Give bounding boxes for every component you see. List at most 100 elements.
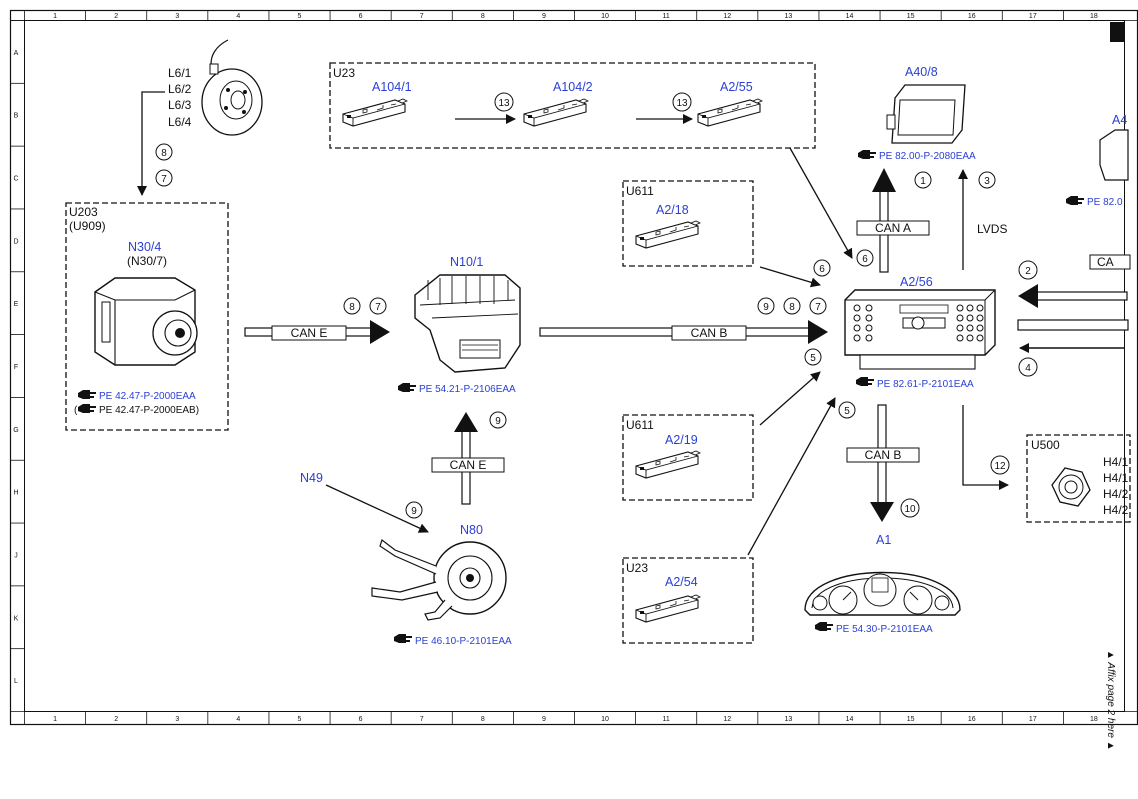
sensor-label-l6-1: L6/1 [168,66,192,80]
group-box-u23-bottom [622,557,754,644]
reference-hand-icon [858,150,876,159]
group-box-u611-bottom [622,414,754,501]
marker-8: 8 [783,297,801,315]
column-label: 17 [1029,716,1037,723]
column-ruler: 1122334455667788991010111112121313141415… [24,10,1098,725]
marker-13: 13 [494,92,514,112]
row-label: L [14,678,18,685]
column-label: 13 [784,13,792,20]
column-label: 4 [236,716,240,723]
marker-6: 6 [856,249,874,267]
row-label: C [13,176,18,183]
column-label: 11 [663,13,670,20]
row-label: H [13,490,18,497]
ref-pe-42-47-eab: PE 42.47-P-2000EAB) [99,405,199,416]
marker-6: 6 [813,259,831,277]
marker-9: 9 [489,411,507,429]
n49-arrow [325,484,429,533]
speaker-label: H4/1 [1103,471,1129,485]
svg-text:4: 4 [1025,363,1031,374]
row-label: B [14,113,19,120]
control-module-icon [635,594,701,623]
group-box-u611-top [622,180,754,267]
column-label: 10 [601,13,609,20]
component-label-n10-1: N10/1 [450,255,483,269]
column-label: 16 [968,13,976,20]
column-label: 8 [481,13,485,20]
a2-56-to-u500-arrow [962,405,1009,490]
group-box-u203 [65,202,229,431]
can-partial-label: CA [1097,255,1114,269]
group-label-u611: U611 [626,184,654,198]
lvds-label: LVDS [977,222,1007,236]
component-label-a104-2: A104/2 [553,80,593,94]
reference-hand-icon [856,377,874,386]
sensor-label-l6-2: L6/2 [168,82,192,96]
marker-8: 8 [343,297,361,315]
can-b-label: CAN B [691,326,728,340]
row-label: J [14,552,18,559]
component-label-a104-1: A104/1 [372,80,412,94]
reference-hand-icon [398,383,416,392]
can-b-label: CAN B [865,448,902,462]
control-module-icon [635,220,701,249]
column-label: 15 [907,13,915,20]
component-label-a2-56: A2/56 [900,275,933,289]
svg-text:9: 9 [411,506,417,517]
column-label: 12 [723,716,731,723]
marker-7: 7 [369,297,387,315]
reference-hand-icon [394,634,412,643]
a2-18-arrow [759,266,821,288]
row-label: D [13,238,18,245]
column-label: 7 [420,716,424,723]
column-label: 9 [542,13,546,20]
can-partial-box [1089,254,1131,270]
control-module-icon [635,450,701,479]
group-label-u203: U203 [69,205,98,219]
svg-text:8: 8 [789,302,795,313]
sensor-signal-arrow [137,91,165,196]
ref-pe-82-00: PE 82.00-P-2080EAA [879,151,976,162]
sensor-label-l6-3: L6/3 [168,98,192,112]
speaker-label: H4/1 [1103,455,1129,469]
svg-text:8: 8 [161,148,167,159]
svg-text:6: 6 [819,264,825,275]
ref-pe-82-0-partial: PE 82.0 [1087,197,1123,208]
group-label-u611: U611 [626,418,654,432]
esp-unit-icon [94,277,198,366]
instrument-cluster-icon [804,571,961,616]
can-e-label: CAN E [291,326,328,340]
column-label: 15 [907,716,915,723]
switch-stalk-icon [371,539,507,621]
svg-text:8: 8 [349,302,355,313]
group-label-u909: (U909) [69,219,106,233]
column-label: 5 [298,13,302,20]
column-label: 10 [601,716,609,723]
svg-text:9: 9 [495,416,501,427]
right-input-arrow-2 [1018,284,1128,308]
row-label: F [14,364,18,371]
can-a-label: CAN A [875,221,911,235]
column-label: 11 [663,716,670,723]
column-label: 16 [968,716,976,723]
can-e-bus-arrow: CAN E [244,320,390,344]
right-bus-bar [1017,319,1129,331]
group-label-u23: U23 [626,561,648,575]
column-label: 3 [175,716,179,723]
marker-10: 10 [900,498,920,518]
column-label: 17 [1029,13,1037,20]
group-label-u23: U23 [333,66,355,80]
column-label: 6 [359,716,363,723]
svg-text:10: 10 [904,504,916,515]
svg-text:6: 6 [862,254,868,265]
marker-3: 3 [978,171,996,189]
can-e-vertical-arrow: CAN E [431,412,505,505]
svg-text:5: 5 [810,353,816,364]
row-label: E [14,301,19,308]
component-label-a4-partial: A4 [1112,113,1127,127]
component-label-n49: N49 [300,471,323,485]
column-label: 2 [114,716,118,723]
component-icon-partial [1099,129,1129,181]
column-label: 8 [481,716,485,723]
